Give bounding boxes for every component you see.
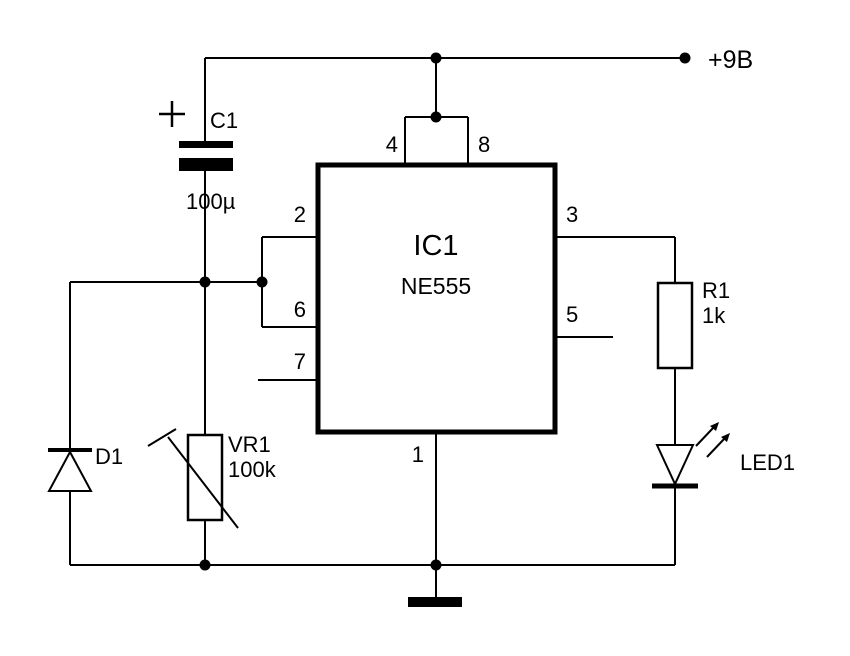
d1-triangle	[47, 449, 93, 492]
c1-ref-label: C1	[210, 108, 238, 133]
led1-ref-label: LED1	[740, 450, 795, 475]
plus-polarity-icon	[159, 101, 185, 127]
junction-dot	[679, 52, 691, 64]
r1-value-label: 1k	[702, 303, 726, 328]
vr1-wiper-arrow	[167, 436, 239, 529]
junction-dot	[430, 111, 442, 123]
led1-triangle	[655, 444, 695, 487]
pin3-label: 3	[566, 202, 578, 227]
junction-dot	[430, 52, 442, 64]
pin6-label: 6	[294, 297, 306, 322]
pin7-label: 7	[294, 349, 306, 374]
ic1-ref-label: IC1	[413, 230, 458, 262]
d1-ref-label: D1	[95, 444, 123, 469]
c1-plate-bottom	[179, 158, 233, 171]
vr1-value-label: 100k	[228, 457, 277, 482]
pin2-label: 2	[294, 202, 306, 227]
led1: LED1	[652, 422, 795, 489]
pin8-label: 8	[478, 132, 490, 157]
power-supply-label: +9B	[708, 46, 753, 74]
led-emission-arrows-icon	[695, 422, 730, 458]
c1-plate-top	[179, 141, 233, 148]
junction-dots	[199, 52, 691, 571]
ic1-part-label: NE555	[401, 273, 471, 299]
ground-icon	[408, 597, 462, 607]
variable-resistor-vr1: VR1 100k	[147, 428, 277, 529]
junction-dot	[199, 276, 211, 288]
vr1-body	[186, 433, 224, 522]
pin4-label: 4	[386, 132, 398, 157]
ic1-block: IC1 NE555 4 8 2 6 7 3 5 1	[294, 132, 579, 467]
vr1-ref-label: VR1	[228, 432, 271, 457]
resistor-r1: R1 1k	[656, 278, 730, 370]
r1-body	[656, 281, 694, 370]
diode-d1: D1	[47, 444, 123, 492]
junction-dot	[256, 276, 268, 288]
vr1-wiper-tick	[147, 428, 177, 447]
r1-ref-label: R1	[702, 278, 730, 303]
c1-value-label: 100µ	[186, 189, 236, 214]
junction-dot	[430, 559, 442, 571]
pin1-label: 1	[412, 442, 424, 467]
ic1-body	[315, 162, 558, 435]
junction-dot	[199, 559, 211, 571]
capacitor-c1: C1 100µ	[159, 101, 238, 214]
pin5-label: 5	[566, 302, 578, 327]
